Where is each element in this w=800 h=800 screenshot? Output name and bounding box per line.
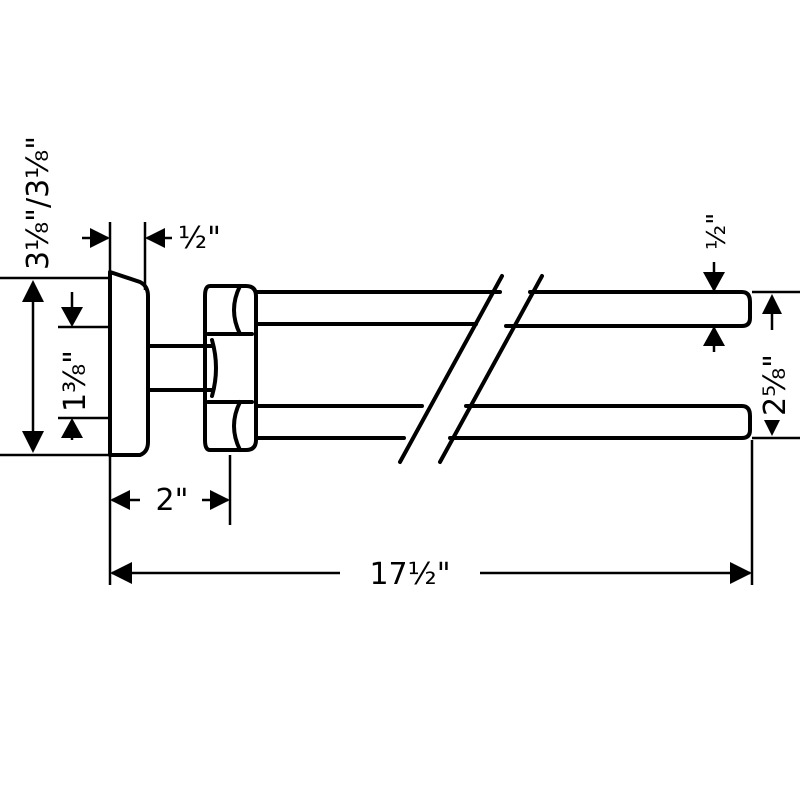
lower-bar-left (254, 404, 424, 440)
mount-stem (146, 344, 214, 392)
hinge-knuckle-top (232, 284, 242, 336)
wall-plate-depth-label: ½" (178, 221, 221, 256)
break-line-right (438, 274, 544, 464)
hinge-knuckle-bottom (232, 400, 242, 452)
dim-bar-diameter: ½" (700, 213, 745, 352)
projection-to-hinge-label: 2" (156, 483, 189, 518)
towel-bar-outline (108, 270, 752, 464)
dim-overall-length: 17½" (108, 440, 754, 592)
dim-wall-plate-height: 3⅛"/3⅛" (0, 136, 110, 457)
lower-bar-right (448, 404, 752, 440)
overall-length-label: 17½" (369, 557, 450, 592)
dim-arm-spacing: 1⅜" (58, 292, 110, 440)
stem-joint (210, 338, 218, 398)
dim-projection-to-hinge: 2" (108, 455, 232, 525)
dim-bar-spacing: 2⅝" (752, 290, 800, 440)
dim-wall-plate-depth: ½" (82, 221, 221, 290)
break-line-left (398, 274, 504, 464)
bar-spacing-label: 2⅝" (758, 354, 793, 416)
arm-spacing-label: 1⅜" (58, 350, 93, 412)
upper-bar-left (254, 290, 502, 326)
wall-plate (108, 270, 150, 457)
hinge-block (203, 284, 258, 452)
wall-plate-height-label: 3⅛"/3⅛" (21, 136, 56, 270)
upper-bar-right (504, 290, 752, 328)
bar-diameter-label: ½" (702, 213, 732, 250)
